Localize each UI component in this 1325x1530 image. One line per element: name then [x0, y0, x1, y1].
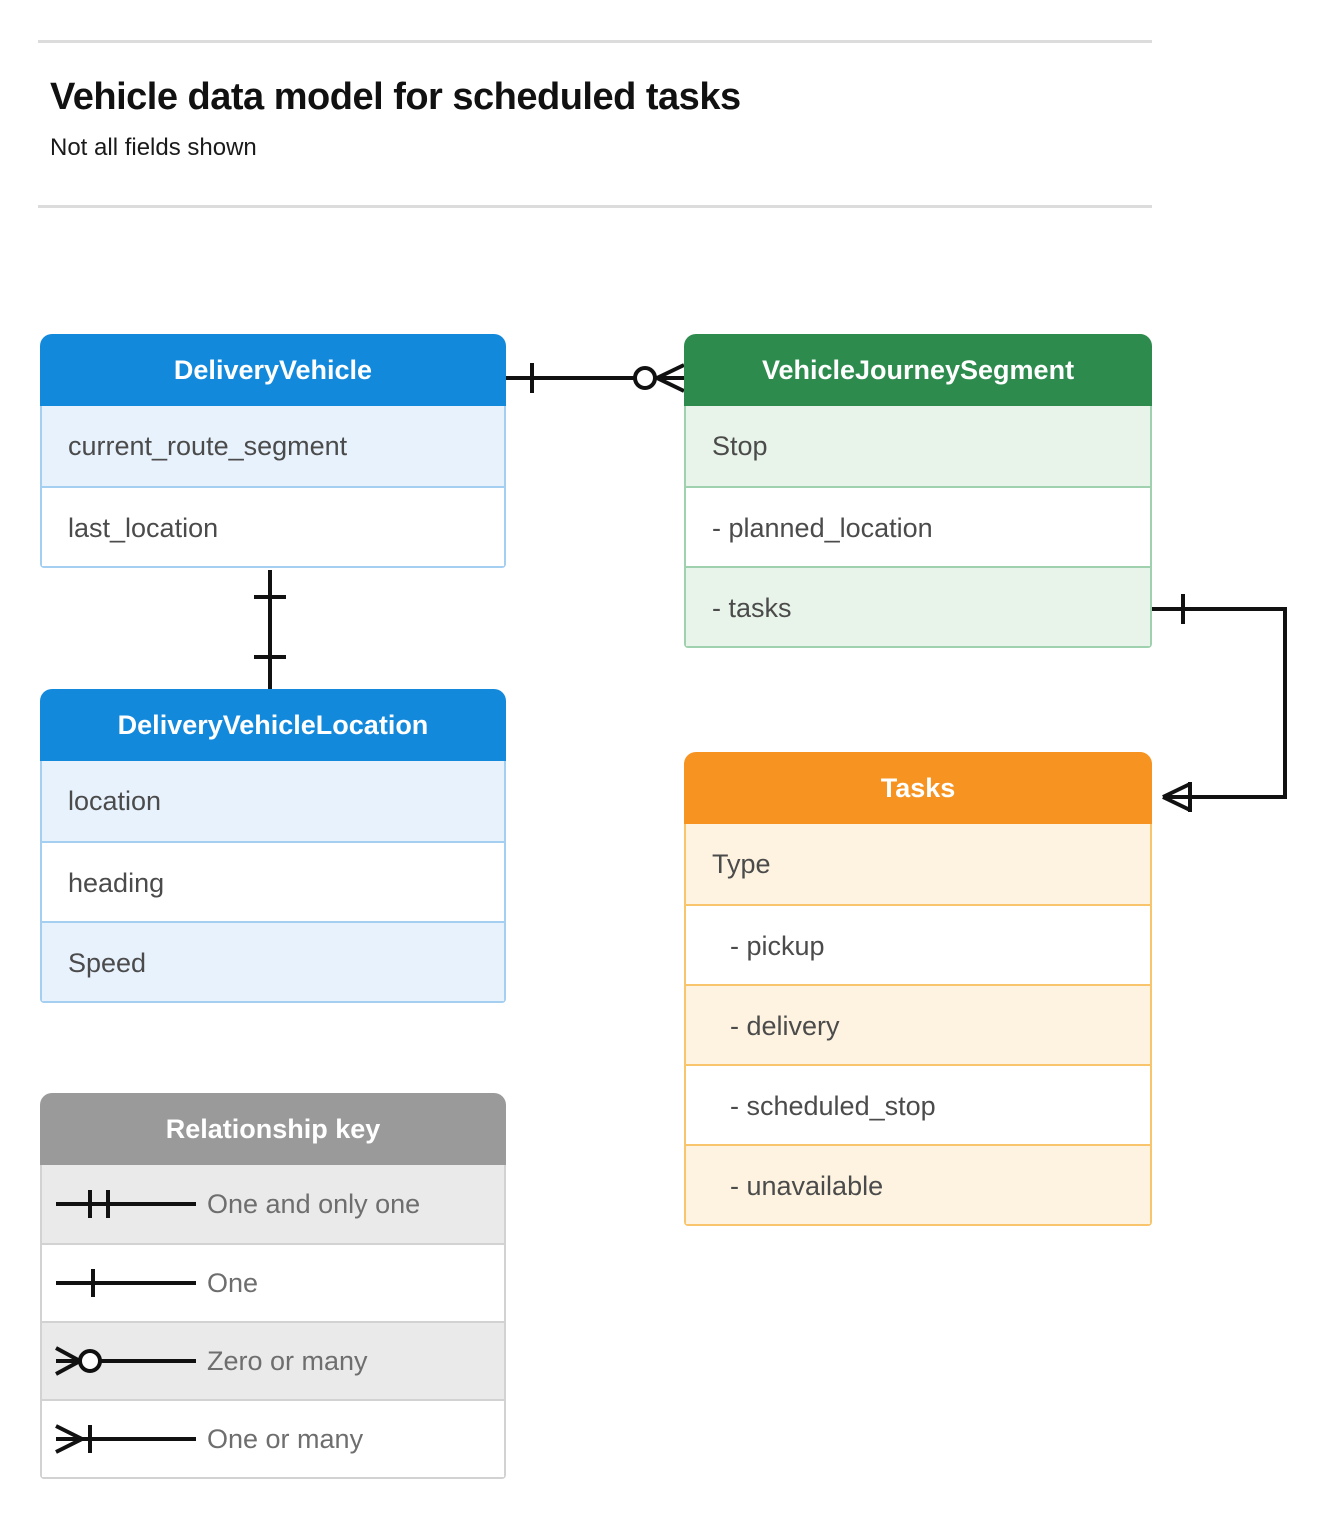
entity-delivery-vehicle-fields: current_route_segment last_location	[40, 406, 506, 568]
field-row: - unavailable	[686, 1144, 1150, 1224]
legend-item-zero-or-many: Zero or many	[42, 1321, 504, 1399]
connector-journeysegment-to-tasks	[1152, 594, 1287, 812]
field-row: heading	[42, 841, 504, 921]
zero-or-many-icon	[42, 1341, 207, 1381]
legend-item-one-and-only-one: One and only one	[42, 1165, 504, 1243]
relationship-key-rows: One and only one One	[40, 1165, 506, 1479]
page-subtitle: Not all fields shown	[50, 134, 257, 161]
entity-vehicle-journey-segment[interactable]: VehicleJourneySegment Stop - planned_loc…	[684, 334, 1152, 648]
entity-vehicle-journey-segment-fields: Stop - planned_location - tasks	[684, 406, 1152, 648]
one-and-only-one-icon	[42, 1184, 207, 1224]
legend-item-label: One	[207, 1267, 259, 1298]
entity-delivery-vehicle[interactable]: DeliveryVehicle current_route_segment la…	[40, 334, 506, 568]
legend-item-one: One	[42, 1243, 504, 1321]
entity-delivery-vehicle-location[interactable]: DeliveryVehicleLocation location heading…	[40, 689, 506, 1003]
relationship-key-legend[interactable]: Relationship key One and only one	[40, 1093, 506, 1479]
field-row: last_location	[42, 486, 504, 566]
legend-item-one-or-many: One or many	[42, 1399, 504, 1477]
one-icon	[42, 1263, 207, 1303]
field-row: location	[42, 761, 504, 841]
field-row: Type	[686, 824, 1150, 904]
entity-delivery-vehicle-location-fields: location heading Speed	[40, 761, 506, 1003]
top-divider	[38, 40, 1152, 43]
legend-item-label: Zero or many	[207, 1345, 368, 1376]
field-row: Stop	[686, 406, 1150, 486]
entity-tasks-title: Tasks	[684, 752, 1152, 824]
one-or-many-icon	[42, 1419, 207, 1459]
entity-delivery-vehicle-title: DeliveryVehicle	[40, 334, 506, 406]
field-row: - tasks	[686, 566, 1150, 646]
connector-vehicle-to-vehiclelocation	[254, 570, 286, 689]
field-row: Speed	[42, 921, 504, 1001]
entity-tasks[interactable]: Tasks Type - pickup - delivery - schedul…	[684, 752, 1152, 1226]
field-row: - planned_location	[686, 486, 1150, 566]
field-row: - delivery	[686, 984, 1150, 1064]
field-row: current_route_segment	[42, 406, 504, 486]
legend-item-label: One or many	[207, 1423, 364, 1454]
field-row: - scheduled_stop	[686, 1064, 1150, 1144]
field-row: - pickup	[686, 904, 1150, 984]
page-title: Vehicle data model for scheduled tasks	[50, 76, 741, 118]
entity-tasks-fields: Type - pickup - delivery - scheduled_sto…	[684, 824, 1152, 1226]
bottom-divider	[38, 205, 1152, 208]
relationship-key-title: Relationship key	[40, 1093, 506, 1165]
entity-delivery-vehicle-location-title: DeliveryVehicleLocation	[40, 689, 506, 761]
legend-item-label: One and only one	[207, 1188, 421, 1219]
entity-vehicle-journey-segment-title: VehicleJourneySegment	[684, 334, 1152, 406]
connector-vehicle-to-journeysegment	[506, 363, 685, 393]
